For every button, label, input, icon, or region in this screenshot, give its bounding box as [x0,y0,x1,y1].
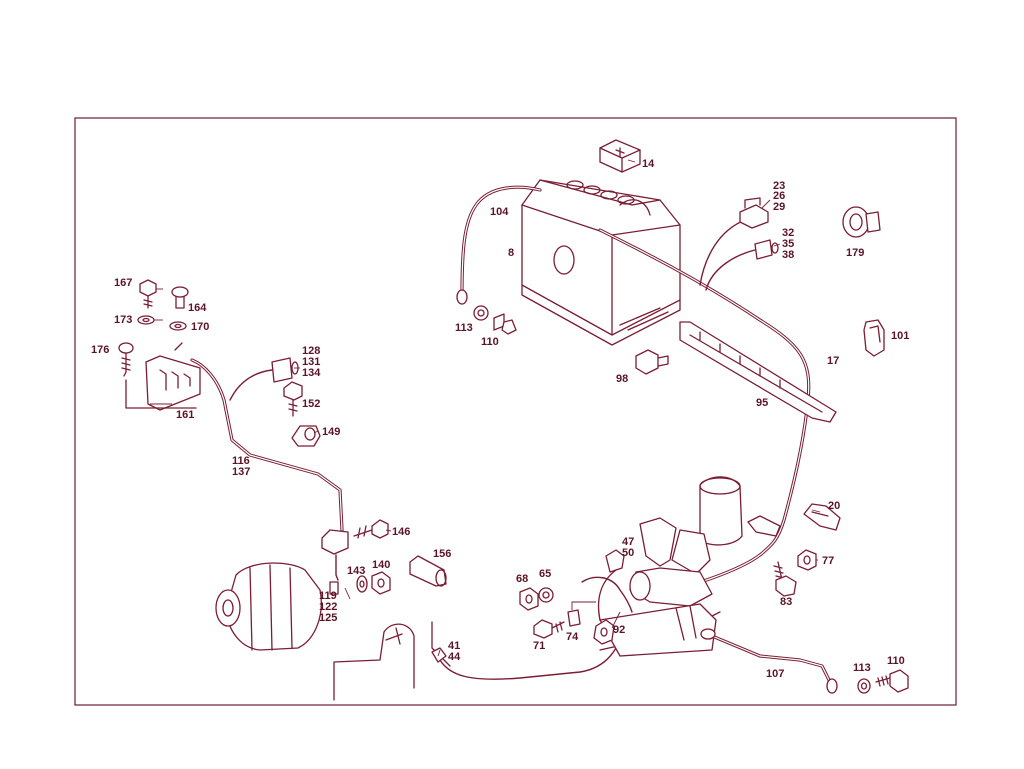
grommet-149[interactable] [291,425,321,447]
label-131: 131 [302,356,320,368]
label-140: 140 [372,559,390,571]
label-110-upper: 110 [481,336,499,348]
label-119: 119 [319,590,337,602]
label-92: 92 [613,624,625,636]
label-152: 152 [302,398,320,410]
bolt-110-upper[interactable] [493,313,517,335]
label-146: 146 [392,526,410,538]
relay-98[interactable] [635,349,669,375]
washer-173[interactable] [137,315,155,325]
label-107: 107 [766,668,784,680]
label-35: 35 [782,238,794,250]
bolt-167[interactable] [139,279,157,309]
boot-156[interactable] [409,555,447,587]
label-161: 161 [176,409,194,421]
label-23: 23 [773,180,785,192]
connector-32[interactable] [705,239,779,291]
label-122: 122 [319,601,337,613]
label-113-lower: 113 [853,662,871,674]
starter-motor[interactable] [599,476,743,657]
washer-170[interactable] [169,321,187,331]
label-101: 101 [891,330,909,342]
label-110-lower: 110 [887,655,905,667]
label-71: 71 [533,640,545,652]
label-167: 167 [114,277,132,289]
label-32: 32 [782,227,794,239]
label-38: 38 [782,249,794,261]
positive-cable[interactable] [598,199,811,600]
screw-146[interactable] [353,519,389,539]
connector-128[interactable] [271,357,299,383]
bolt-164[interactable] [171,286,189,309]
clip-74[interactable] [567,609,581,627]
label-134: 134 [302,367,321,379]
label-176: 176 [91,344,109,356]
label-29: 29 [773,201,785,213]
label-68: 68 [516,573,528,585]
label-143: 143 [347,565,365,577]
label-128: 128 [302,345,320,357]
bolt-110-lower[interactable] [875,669,909,693]
nut-77[interactable] [797,549,817,571]
nut-68[interactable] [519,587,539,611]
washer-113-upper[interactable] [473,305,489,321]
label-74: 74 [566,631,579,643]
washer-113-lower[interactable] [857,678,871,694]
label-17: 17 [827,355,839,367]
battery[interactable] [521,179,681,346]
washer-143[interactable] [356,575,368,593]
connector-47[interactable] [581,549,633,621]
label-95: 95 [756,397,768,409]
label-83: 83 [780,596,792,608]
diagram-frame [74,117,957,706]
screw-152[interactable] [283,381,303,417]
label-173: 173 [114,314,132,326]
label-164: 164 [188,302,207,314]
label-170: 170 [191,321,209,333]
label-26: 26 [773,190,785,202]
cable-clip[interactable] [747,515,781,537]
terminal-cover[interactable] [599,139,641,173]
label-113-upper: 113 [455,322,473,334]
label-149: 149 [322,426,340,438]
label-50: 50 [622,547,634,559]
screw-176[interactable] [118,342,134,377]
alternator[interactable] [215,562,322,651]
nut-140[interactable] [371,571,391,595]
bracket-161[interactable] [125,342,201,411]
label-137: 137 [232,466,250,478]
mounting-rail-95[interactable] [679,321,837,423]
ground-cable[interactable] [456,185,542,305]
grommet-179[interactable] [842,206,881,238]
label-65: 65 [539,568,551,580]
clip-101[interactable] [863,319,885,357]
washer-65[interactable] [538,587,554,603]
label-179: 179 [846,247,864,259]
label-77: 77 [822,555,834,567]
label-14: 14 [642,158,655,170]
label-98: 98 [616,373,628,385]
bolt-83[interactable] [773,561,797,597]
cable-clamp[interactable] [321,529,349,595]
label-104: 104 [490,206,509,218]
label-41: 41 [448,640,460,652]
leader-lines [150,159,821,657]
label-116: 116 [232,455,250,467]
label-20: 20 [828,500,840,512]
label-8: 8 [508,247,514,259]
terminal-92[interactable] [593,619,615,645]
label-44: 44 [448,651,461,663]
label-47: 47 [622,536,634,548]
wiring-harness-116[interactable] [190,358,344,532]
battery-cable-107[interactable] [700,628,838,694]
wire-harness-23[interactable] [699,197,769,286]
label-156: 156 [433,548,451,560]
bolt-71[interactable] [533,619,565,639]
label-125: 125 [319,612,337,624]
